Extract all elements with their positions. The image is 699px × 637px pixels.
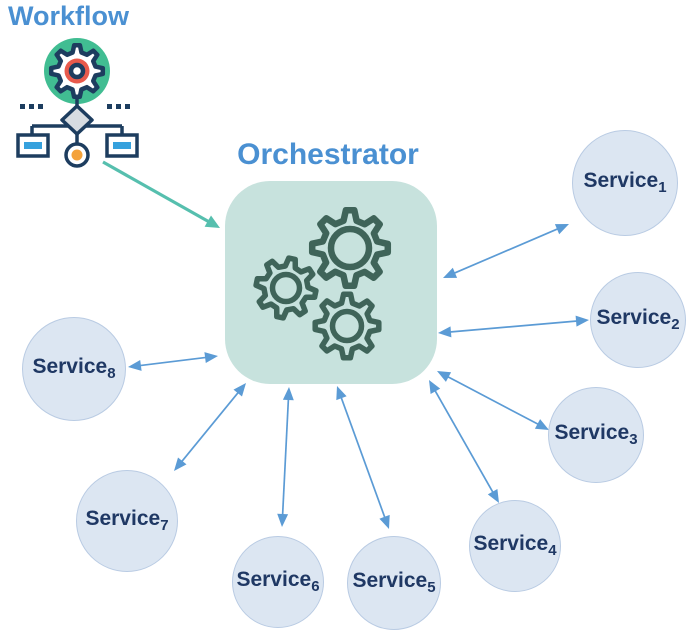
gear-outline [308,206,392,290]
service-label: Service8 [32,355,116,383]
service-subscript: 6 [311,578,320,596]
orchestrator-label: Orchestrator [237,138,419,171]
service-node-3: Service3 [548,387,644,483]
arrowhead [575,315,589,327]
orchestrator-box [225,181,437,384]
arrowhead [128,360,142,371]
arrowhead [282,387,294,401]
gear-outline [312,291,382,361]
service-node-4: Service4 [469,500,561,592]
service-subscript: 4 [548,542,557,560]
workflow-label: Workflow [8,1,129,31]
service-arrow-line-6 [281,395,290,519]
flowchart-ellipsis-dots [20,104,130,109]
service-arrow-line-5 [339,394,387,521]
arrowhead [233,383,246,397]
arrowhead [204,215,220,228]
arrowhead [437,371,452,382]
service-subscript: 3 [629,431,638,449]
arrowhead [554,224,569,235]
arrowhead [204,352,218,363]
service-arrow-line-4 [432,387,496,496]
arrowhead [379,514,390,529]
service-arrow-line-7 [179,389,241,465]
service-label: Service2 [596,306,680,334]
flowchart-task-right-bar [113,142,131,149]
service-subscript: 2 [671,316,680,334]
service-label: Service7 [85,507,169,535]
gears-icon [253,206,392,361]
arrowhead [429,380,441,394]
service-subscript: 1 [658,179,667,197]
gear-hub [329,308,365,344]
workflow-arrow-line [102,160,213,225]
gear-hub [269,271,303,305]
flowchart-task-left-bar [24,142,42,149]
arrowhead [534,419,549,430]
arrowhead [438,326,452,338]
arrowhead [336,386,347,401]
service-label: Service1 [583,169,667,197]
service-arrow-line-8 [136,356,210,367]
service-arrow-line-2 [446,319,581,334]
arrowhead [277,513,289,527]
service-node-6: Service6 [232,536,324,628]
gear-hub [327,225,373,271]
service-node-2: Service2 [590,272,686,368]
gear-outline [253,255,319,321]
service-arrow-line-3 [444,374,542,427]
service-subscript: 5 [427,579,436,597]
workflow-flowchart-icon [16,38,139,168]
service-node-8: Service8 [22,317,126,421]
service-label: Service4 [473,532,557,560]
service-label: Service3 [554,421,638,449]
workflow-gear-icon [48,42,106,100]
workflow-to-orchestrator-arrow [102,160,220,228]
service-node-5: Service5 [347,536,441,630]
service-label: Service5 [352,569,436,597]
service-node-1: Service1 [572,130,678,236]
arrowhead [174,457,187,471]
service-label: Service6 [236,568,320,596]
service-subscript: 8 [107,365,116,383]
gear-hub-center [68,62,86,80]
flowchart-diamond [60,104,94,136]
flowchart-end-node-dot [71,149,83,161]
arrowhead [443,267,458,278]
service-subscript: 7 [160,517,169,535]
service-arrow-line-1 [450,226,562,276]
service-arrows [128,224,589,529]
arrowhead [487,489,499,503]
service-node-7: Service7 [76,470,178,572]
